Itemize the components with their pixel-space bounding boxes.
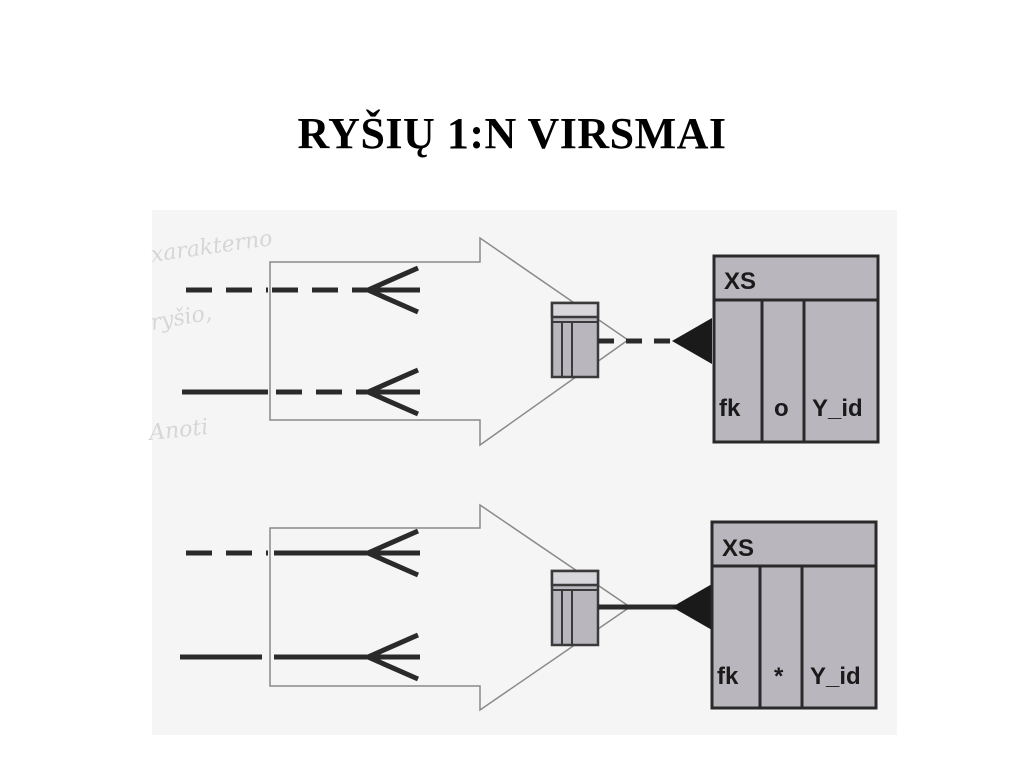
- xs-table: XS fk o Y_id: [712, 254, 880, 444]
- diagram-bottom: XS fk * Y_id: [180, 503, 878, 712]
- table-icon: [550, 569, 600, 647]
- table-column: fk: [719, 395, 741, 422]
- slide-title: RYŠIŲ 1:N VIRSMAI: [297, 109, 727, 158]
- transition-arrow: [269, 236, 630, 447]
- crows-foot-icon: [366, 367, 420, 417]
- crows-foot-icon: [366, 265, 420, 315]
- diagram-top: XS fk o Y_id: [182, 236, 880, 447]
- table-icon: [550, 301, 600, 379]
- table-column: Y_id: [812, 395, 863, 422]
- transition-arrow: [269, 503, 632, 712]
- table-column: Y_id: [810, 663, 861, 690]
- xs-table: XS fk * Y_id: [710, 520, 878, 710]
- table-column: *: [774, 663, 784, 690]
- connector-arrowhead-icon: [672, 584, 712, 630]
- crows-foot-icon: [366, 632, 420, 682]
- crows-foot-icon: [366, 528, 420, 578]
- table-name: XS: [724, 268, 756, 295]
- table-name: XS: [722, 535, 754, 562]
- table-column: fk: [717, 663, 739, 690]
- table-column: o: [774, 395, 789, 422]
- connector-arrowhead-icon: [672, 318, 712, 364]
